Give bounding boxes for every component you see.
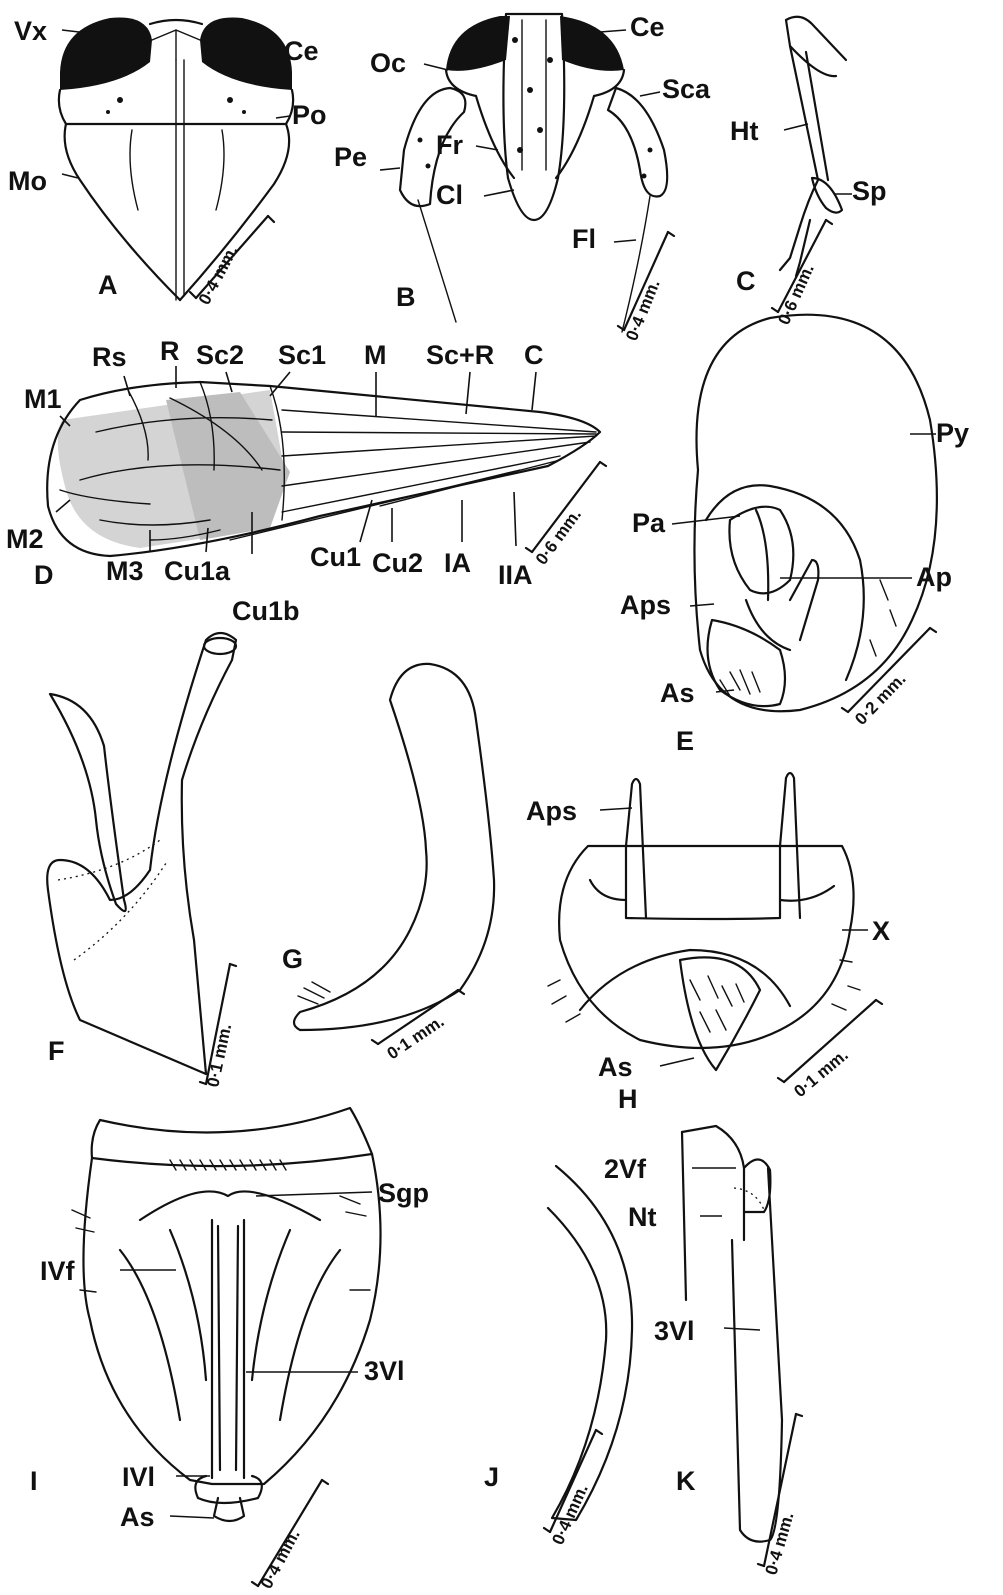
label-cl: Cl <box>436 180 463 210</box>
panel-g-style-drawing <box>294 664 494 1030</box>
label-sgp: Sgp <box>378 1178 429 1208</box>
scale-bar-i: 0·4 mm. <box>252 1480 328 1592</box>
panel-label-f: F <box>48 1036 65 1066</box>
panel-b-head-drawing <box>400 14 667 332</box>
label-aps-h: Aps <box>526 796 577 826</box>
label-as-e: As <box>660 678 695 708</box>
label-cu1: Cu1 <box>310 542 361 572</box>
scale-bar-b: 0·4 mm. <box>618 232 674 343</box>
label-nt: Nt <box>628 1202 657 1232</box>
panel-a-head-drawing <box>59 17 293 300</box>
scale-bar-h: 0·1 mm. <box>778 1000 882 1101</box>
label-ce-b: Ce <box>630 12 665 42</box>
scale-bar-g: 0·1 mm. <box>372 990 464 1063</box>
label-ce-a: Ce <box>284 36 319 66</box>
label-mo: Mo <box>8 166 47 196</box>
panel-label-k: K <box>676 1466 696 1496</box>
panel-label-a: A <box>98 270 118 300</box>
label-ap: Ap <box>916 562 952 592</box>
label-cu1a: Cu1a <box>164 556 231 586</box>
label-cu2: Cu2 <box>372 548 423 578</box>
panel-label-b: B <box>396 282 416 312</box>
label-cu1b: Cu1b <box>232 596 300 626</box>
panel-label-h: H <box>618 1084 638 1114</box>
panel-e-pygofer-drawing <box>694 315 936 712</box>
panel-label-j: J <box>484 1462 499 1492</box>
label-x: X <box>872 916 890 946</box>
label-as-h: As <box>598 1052 633 1082</box>
label-fr: Fr <box>436 130 463 160</box>
panel-k-leaders <box>692 1168 760 1330</box>
label-py: Py <box>936 418 969 448</box>
label-fl: Fl <box>572 224 596 254</box>
panel-f-style-drawing <box>47 633 236 1074</box>
scale-bar-e: 0·2 mm. <box>842 628 936 729</box>
label-iia: IIA <box>498 560 533 590</box>
label-oc: Oc <box>370 48 406 78</box>
scale-bar-a: 0·4 mm. <box>190 216 274 308</box>
panel-c-leg-drawing <box>780 17 846 276</box>
panel-h-anal-tube-drawing <box>548 773 860 1070</box>
label-vx: Vx <box>14 16 47 46</box>
scale-bar-c: 0·6 mm. <box>772 220 832 328</box>
svg-text:0·6 mm.: 0·6 mm. <box>532 505 585 568</box>
label-ht: Ht <box>730 116 759 146</box>
svg-text:0·1 mm.: 0·1 mm. <box>790 1045 851 1101</box>
panel-label-c: C <box>736 266 756 296</box>
label-m: M <box>364 340 387 370</box>
svg-text:0·4 mm.: 0·4 mm. <box>257 1526 304 1592</box>
label-m1: M1 <box>24 384 62 414</box>
scale-bar-k: 0·4 mm. <box>758 1414 802 1577</box>
label-po: Po <box>292 100 327 130</box>
label-m3: M3 <box>106 556 144 586</box>
label-r: R <box>160 336 180 366</box>
label-c-costa: C <box>524 340 544 370</box>
label-rs: Rs <box>92 342 127 372</box>
label-sca: Sca <box>662 74 711 104</box>
panel-label-d: D <box>34 560 54 590</box>
panel-label-g: G <box>282 944 303 974</box>
panel-j-valvula-drawing <box>548 1166 632 1520</box>
svg-text:0·4 mm.: 0·4 mm. <box>762 1510 798 1577</box>
panel-i-ovipositor-drawing <box>72 1108 381 1521</box>
panel-c-leaders <box>784 124 852 194</box>
panel-label-i: I <box>30 1466 38 1496</box>
scale-bar-d: 0·6 mm. <box>526 462 606 568</box>
panel-e-leaders <box>672 434 936 692</box>
label-m2: M2 <box>6 524 44 554</box>
label-3vl-k: 3Vl <box>654 1316 695 1346</box>
label-sp: Sp <box>852 176 887 206</box>
label-pe: Pe <box>334 142 367 172</box>
label-2vf: 2Vf <box>604 1154 647 1184</box>
label-as-i: As <box>120 1502 155 1532</box>
panel-label-e: E <box>676 726 694 756</box>
panel-d-wing-drawing <box>47 382 600 556</box>
panel-k-valvula-drawing <box>682 1126 782 1542</box>
label-sc1: Sc1 <box>278 340 326 370</box>
label-ia: IA <box>444 548 471 578</box>
svg-text:0·4 mm.: 0·4 mm. <box>622 277 664 344</box>
svg-text:0·1 mm.: 0·1 mm. <box>203 1022 235 1089</box>
label-ivf: IVf <box>40 1256 76 1286</box>
label-aps-e: Aps <box>620 590 671 620</box>
svg-text:0·6 mm.: 0·6 mm. <box>774 261 817 327</box>
label-3vl-i: 3Vl <box>364 1356 405 1386</box>
label-sc-r: Sc+R <box>426 340 494 370</box>
label-ivl: IVl <box>122 1462 155 1492</box>
panel-i-leaders <box>120 1192 372 1518</box>
label-sc2: Sc2 <box>196 340 244 370</box>
label-pa: Pa <box>632 508 666 538</box>
